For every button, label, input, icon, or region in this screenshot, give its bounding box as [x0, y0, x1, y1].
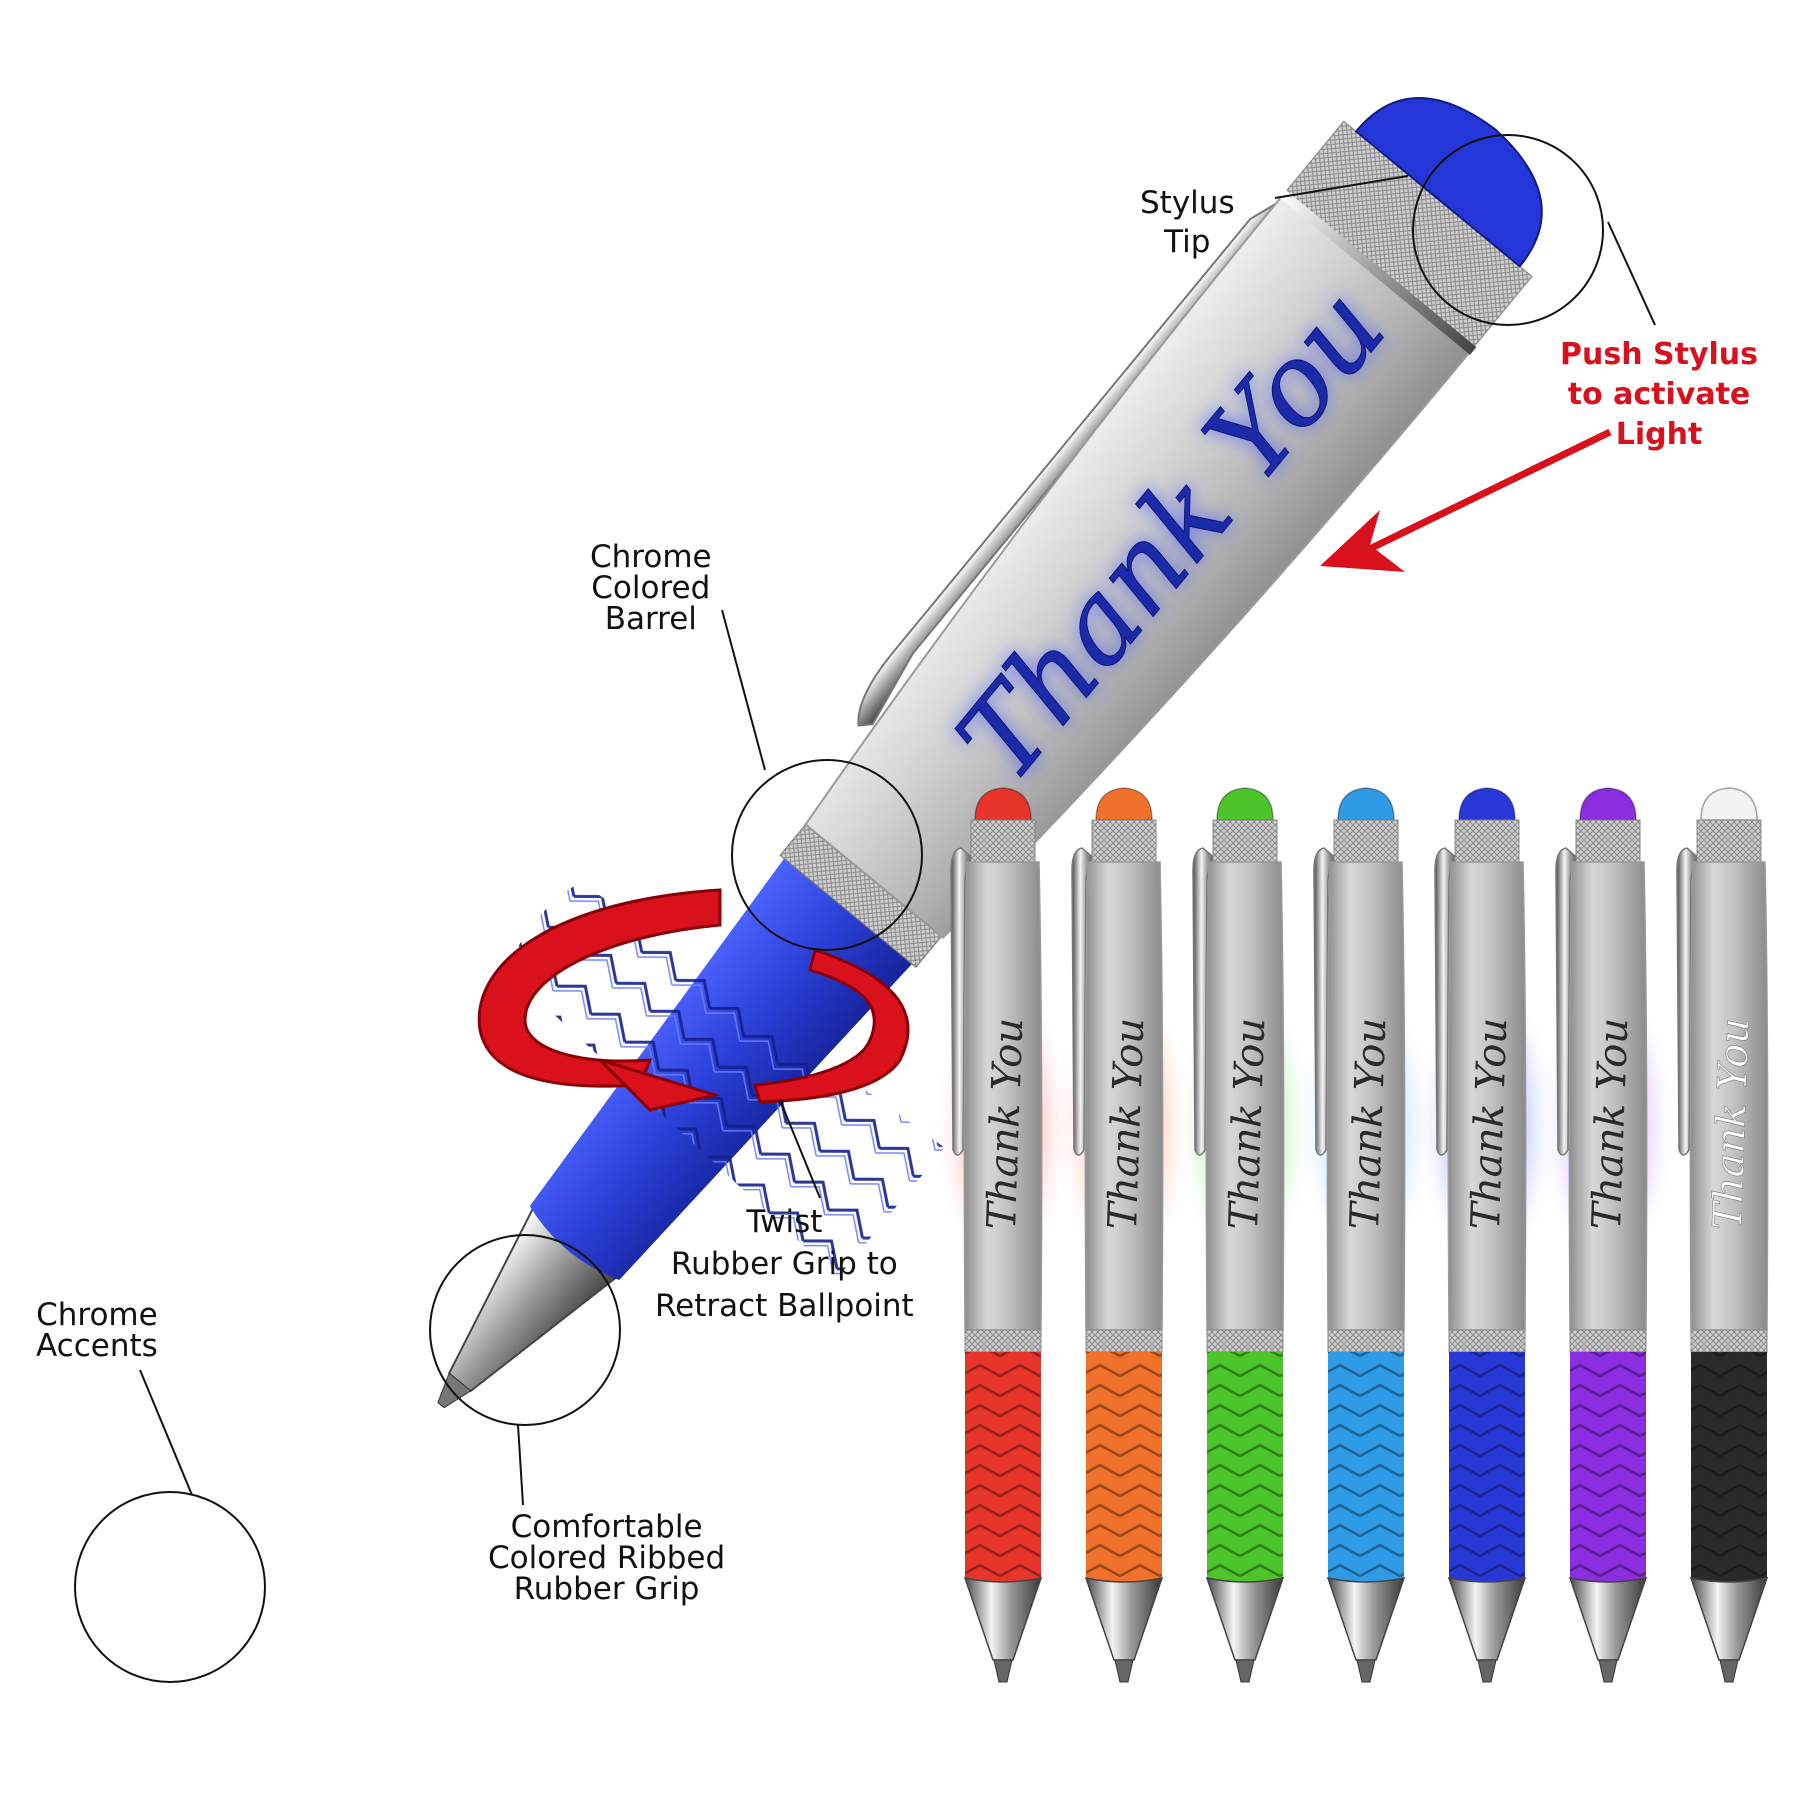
variant-imprint: Thank You [1463, 1017, 1516, 1230]
variant-ring [1206, 1329, 1284, 1353]
callout-circle-barrel [731, 759, 923, 951]
callout-circle-accents [74, 1491, 266, 1683]
variant-ring [1448, 1329, 1526, 1353]
variant-imprint: Thank You [1705, 1017, 1758, 1230]
variant-knurl [1333, 819, 1399, 863]
variant-tip [1084, 1576, 1164, 1661]
variant-ring [964, 1329, 1042, 1353]
pen-clip [857, 191, 1297, 727]
variant-tip [1689, 1576, 1769, 1661]
variant-pen-orange: Thank You [1071, 787, 1164, 1683]
variant-imprint: Thank You [1584, 1017, 1637, 1230]
variant-knurl [1696, 819, 1762, 863]
variant-stylus-tip [974, 787, 1032, 821]
variant-pen-blue: Thank You [1434, 787, 1527, 1683]
variant-pen-red: Thank You [950, 787, 1043, 1683]
variant-stylus-tip [1458, 787, 1516, 821]
variant-pens: Thank You Thank You Thank You Thank You Than… [950, 787, 1769, 1683]
variant-knurl [1212, 819, 1278, 863]
variant-tip [1447, 1576, 1527, 1661]
variant-tip [963, 1576, 1043, 1661]
variant-imprint: Thank You [1342, 1017, 1395, 1230]
variant-knurl [1454, 819, 1520, 863]
variant-tip [1326, 1576, 1406, 1661]
variant-imprint: Thank You [1221, 1017, 1274, 1230]
variant-imprint: Thank You [1100, 1017, 1153, 1230]
variant-stylus-tip [1700, 787, 1758, 821]
variant-imprint: Thank You [979, 1017, 1032, 1230]
variant-pen-green: Thank You [1192, 787, 1285, 1683]
variant-pen-black: Thank You [1676, 787, 1769, 1683]
variant-pen-light-blue: Thank You [1313, 787, 1406, 1683]
variant-pen-purple: Thank You [1555, 787, 1648, 1683]
variant-tip [1568, 1576, 1648, 1661]
variant-ring [1085, 1329, 1163, 1353]
variant-stylus-tip [1216, 787, 1274, 821]
push-arrow-icon [1320, 428, 1612, 572]
variant-knurl [1091, 819, 1157, 863]
callout-circle-grip [429, 1234, 621, 1426]
variant-tip [1205, 1576, 1285, 1661]
callout-circle-stylus [1412, 134, 1604, 326]
twist-arrow-icon [477, 888, 910, 1112]
variant-ring [1569, 1329, 1647, 1353]
variant-knurl [970, 819, 1036, 863]
leader-lines [139, 175, 1656, 1506]
variant-knurl [1575, 819, 1641, 863]
variant-ring [1690, 1329, 1768, 1353]
variant-ring [1327, 1329, 1405, 1353]
stylus-tip [1354, 97, 1543, 268]
variant-stylus-tip [1337, 787, 1395, 821]
variant-stylus-tip [1579, 787, 1637, 821]
variant-stylus-tip [1095, 787, 1153, 821]
